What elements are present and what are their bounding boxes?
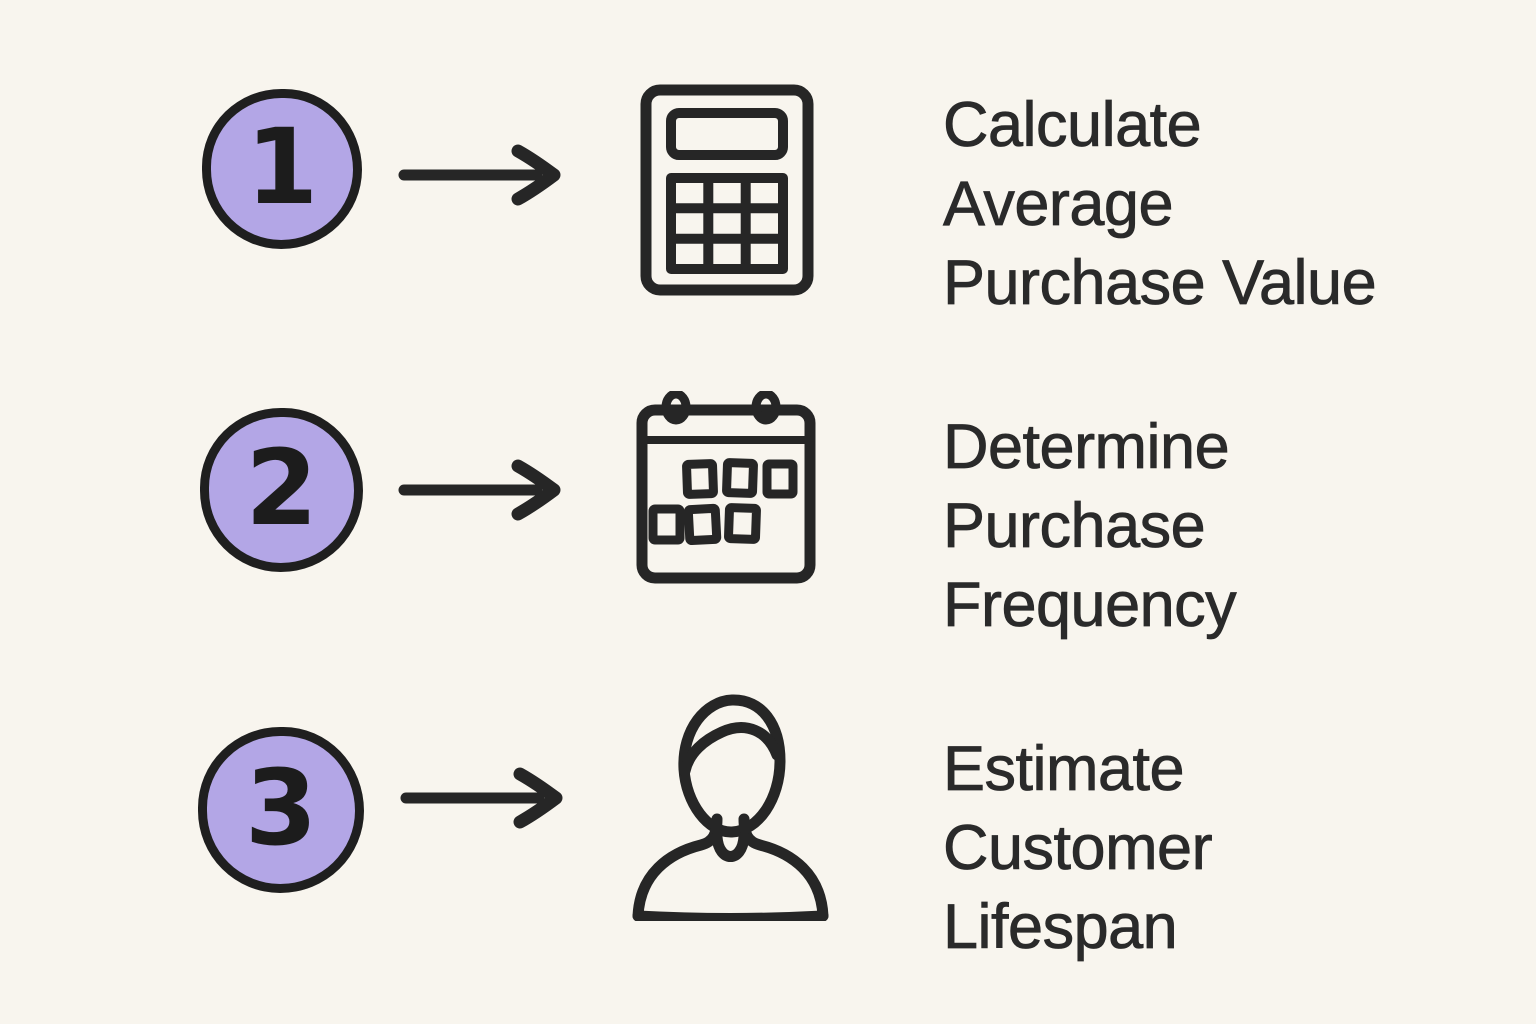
step-2-label: Determine Purchase Frequency (943, 412, 1237, 641)
calendar-icon (636, 391, 816, 584)
step-3-number-badge: 3 (198, 727, 364, 893)
step-2-number: 2 (245, 427, 318, 549)
step-1-number-badge: 1 (202, 89, 362, 249)
step-1-number: 1 (245, 106, 319, 228)
calculator-icon (640, 84, 814, 296)
arrow-icon (398, 459, 561, 521)
arrow-icon (398, 144, 561, 206)
step-2-number-badge: 2 (200, 408, 363, 572)
step-1-label: Calculate Average Purchase Value (943, 90, 1377, 319)
person-icon (632, 694, 829, 921)
arrow-icon (400, 767, 563, 829)
step-3-number: 3 (244, 747, 318, 869)
step-3-label: Estimate Customer Lifespan (943, 734, 1213, 963)
